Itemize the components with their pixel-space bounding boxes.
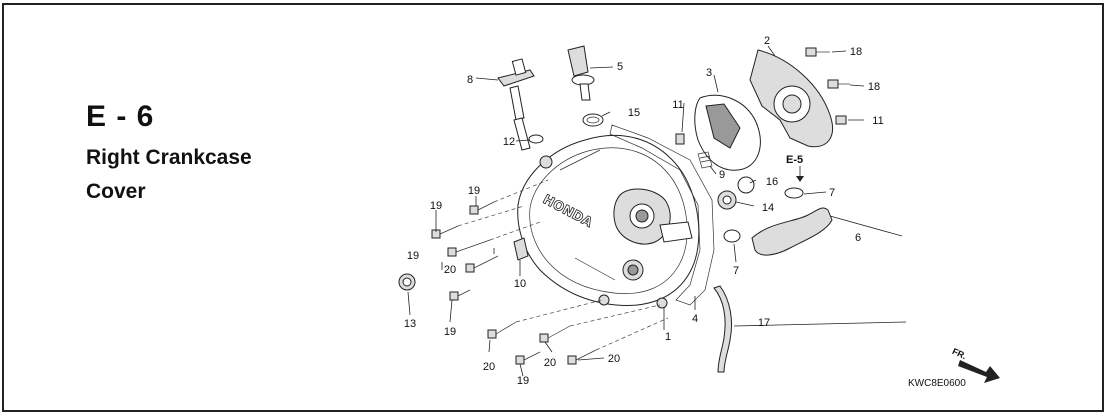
callout-18b: 18	[868, 81, 880, 93]
circlip-part-16	[737, 176, 755, 194]
o-ring-part-12	[528, 134, 544, 144]
bolt-part-20c	[539, 325, 571, 343]
callout-19b: 19	[430, 200, 442, 212]
bolt-part-20a	[465, 255, 499, 273]
hose-clamp-part-7b	[723, 229, 741, 243]
reference-label: E-5	[786, 154, 803, 166]
callout-10: 10	[514, 278, 526, 290]
callout-20a: 20	[444, 264, 456, 276]
diagram-code: KWC8E0600	[908, 378, 966, 389]
bolt-part-18a	[805, 47, 830, 57]
callout-20c: 20	[544, 357, 556, 369]
callout-2: 2	[764, 35, 770, 47]
callout-8: 8	[467, 74, 473, 86]
callout-1: 1	[665, 331, 671, 343]
callout-13: 13	[404, 318, 416, 330]
callout-20b: 20	[483, 361, 495, 373]
callout-6: 6	[855, 232, 861, 244]
callout-9: 9	[719, 169, 725, 181]
callout-11a: 11	[672, 99, 683, 111]
bracket-part-10	[513, 237, 529, 261]
bolt-part-20d	[567, 349, 597, 365]
section-code: E - 6	[86, 100, 155, 133]
bolt-part-19a	[469, 201, 495, 215]
callout-19c: 19	[407, 250, 419, 262]
callout-7b: 7	[733, 265, 739, 277]
hose-part-17	[713, 285, 733, 373]
dowel-pin-part-11b	[835, 115, 847, 125]
callout-4: 4	[692, 313, 698, 325]
callout-12: 12	[503, 136, 515, 148]
bolt-part-19e	[515, 351, 541, 365]
bolt-part-19c	[447, 239, 491, 257]
callout-19e: 19	[517, 375, 529, 387]
filler-cap-part-5	[567, 45, 595, 101]
callout-20d: 20	[608, 353, 620, 365]
cover-plate-part-2	[749, 49, 833, 148]
callout-5: 5	[617, 61, 623, 73]
bolt-part-19d	[449, 289, 471, 301]
bolt-part-20b	[487, 321, 517, 339]
gasket-part-4	[609, 124, 715, 306]
front-direction-arrow-icon	[958, 360, 1000, 383]
section-title-line-2: Cover	[86, 180, 146, 203]
direction-marker: FR.	[951, 346, 968, 361]
section-title-line-1: Right Crankcase	[86, 146, 252, 169]
bolt-part-18b	[827, 79, 850, 89]
callout-3: 3	[706, 67, 712, 79]
plate-part-3	[694, 94, 761, 171]
crankcase-cover-part-1: HONDA	[517, 134, 700, 309]
callout-11b: 11	[872, 115, 883, 127]
callout-17: 17	[758, 317, 770, 329]
hose-clamp-part-7a	[784, 187, 804, 199]
oil-level-gauge-part-8	[497, 58, 535, 151]
callout-18a: 18	[850, 46, 862, 58]
callout-14: 14	[762, 202, 774, 214]
page-border	[2, 3, 1104, 412]
callout-7a: 7	[829, 187, 835, 199]
hose-part-6	[751, 207, 833, 256]
callout-19d: 19	[444, 326, 456, 338]
callout-16: 16	[766, 176, 778, 188]
spring-part-9	[697, 151, 713, 169]
dowel-pin-part-11a	[675, 133, 685, 145]
callout-15: 15	[628, 107, 640, 119]
callout-19a: 19	[468, 185, 480, 197]
o-ring-part-15	[582, 113, 604, 127]
